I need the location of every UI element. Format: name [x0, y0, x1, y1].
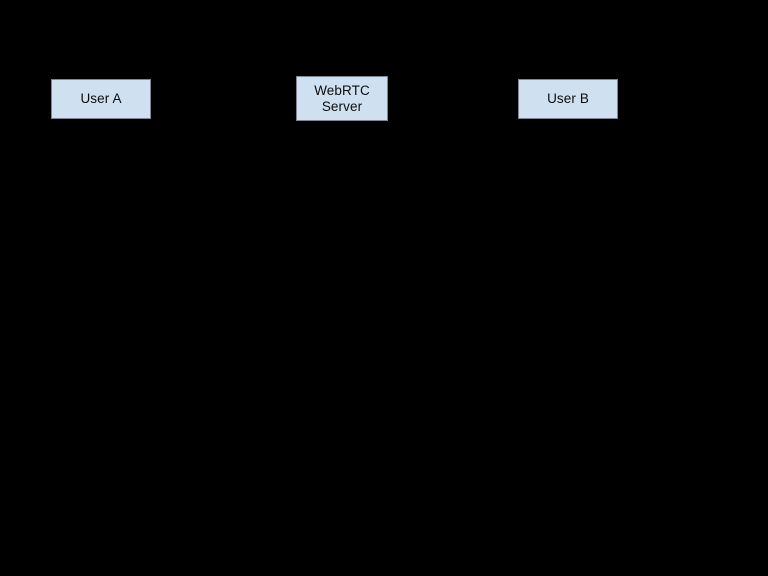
participant-label-user-b: User B — [547, 91, 589, 106]
participant-label-user-a: User A — [80, 91, 122, 106]
participant-box-user-b[interactable]: User B — [518, 79, 618, 119]
participant-box-webrtc-server[interactable]: WebRTC Server — [296, 76, 388, 121]
participant-box-user-a[interactable]: User A — [51, 79, 151, 119]
participant-label-webrtc-server: WebRTC Server — [314, 82, 370, 114]
